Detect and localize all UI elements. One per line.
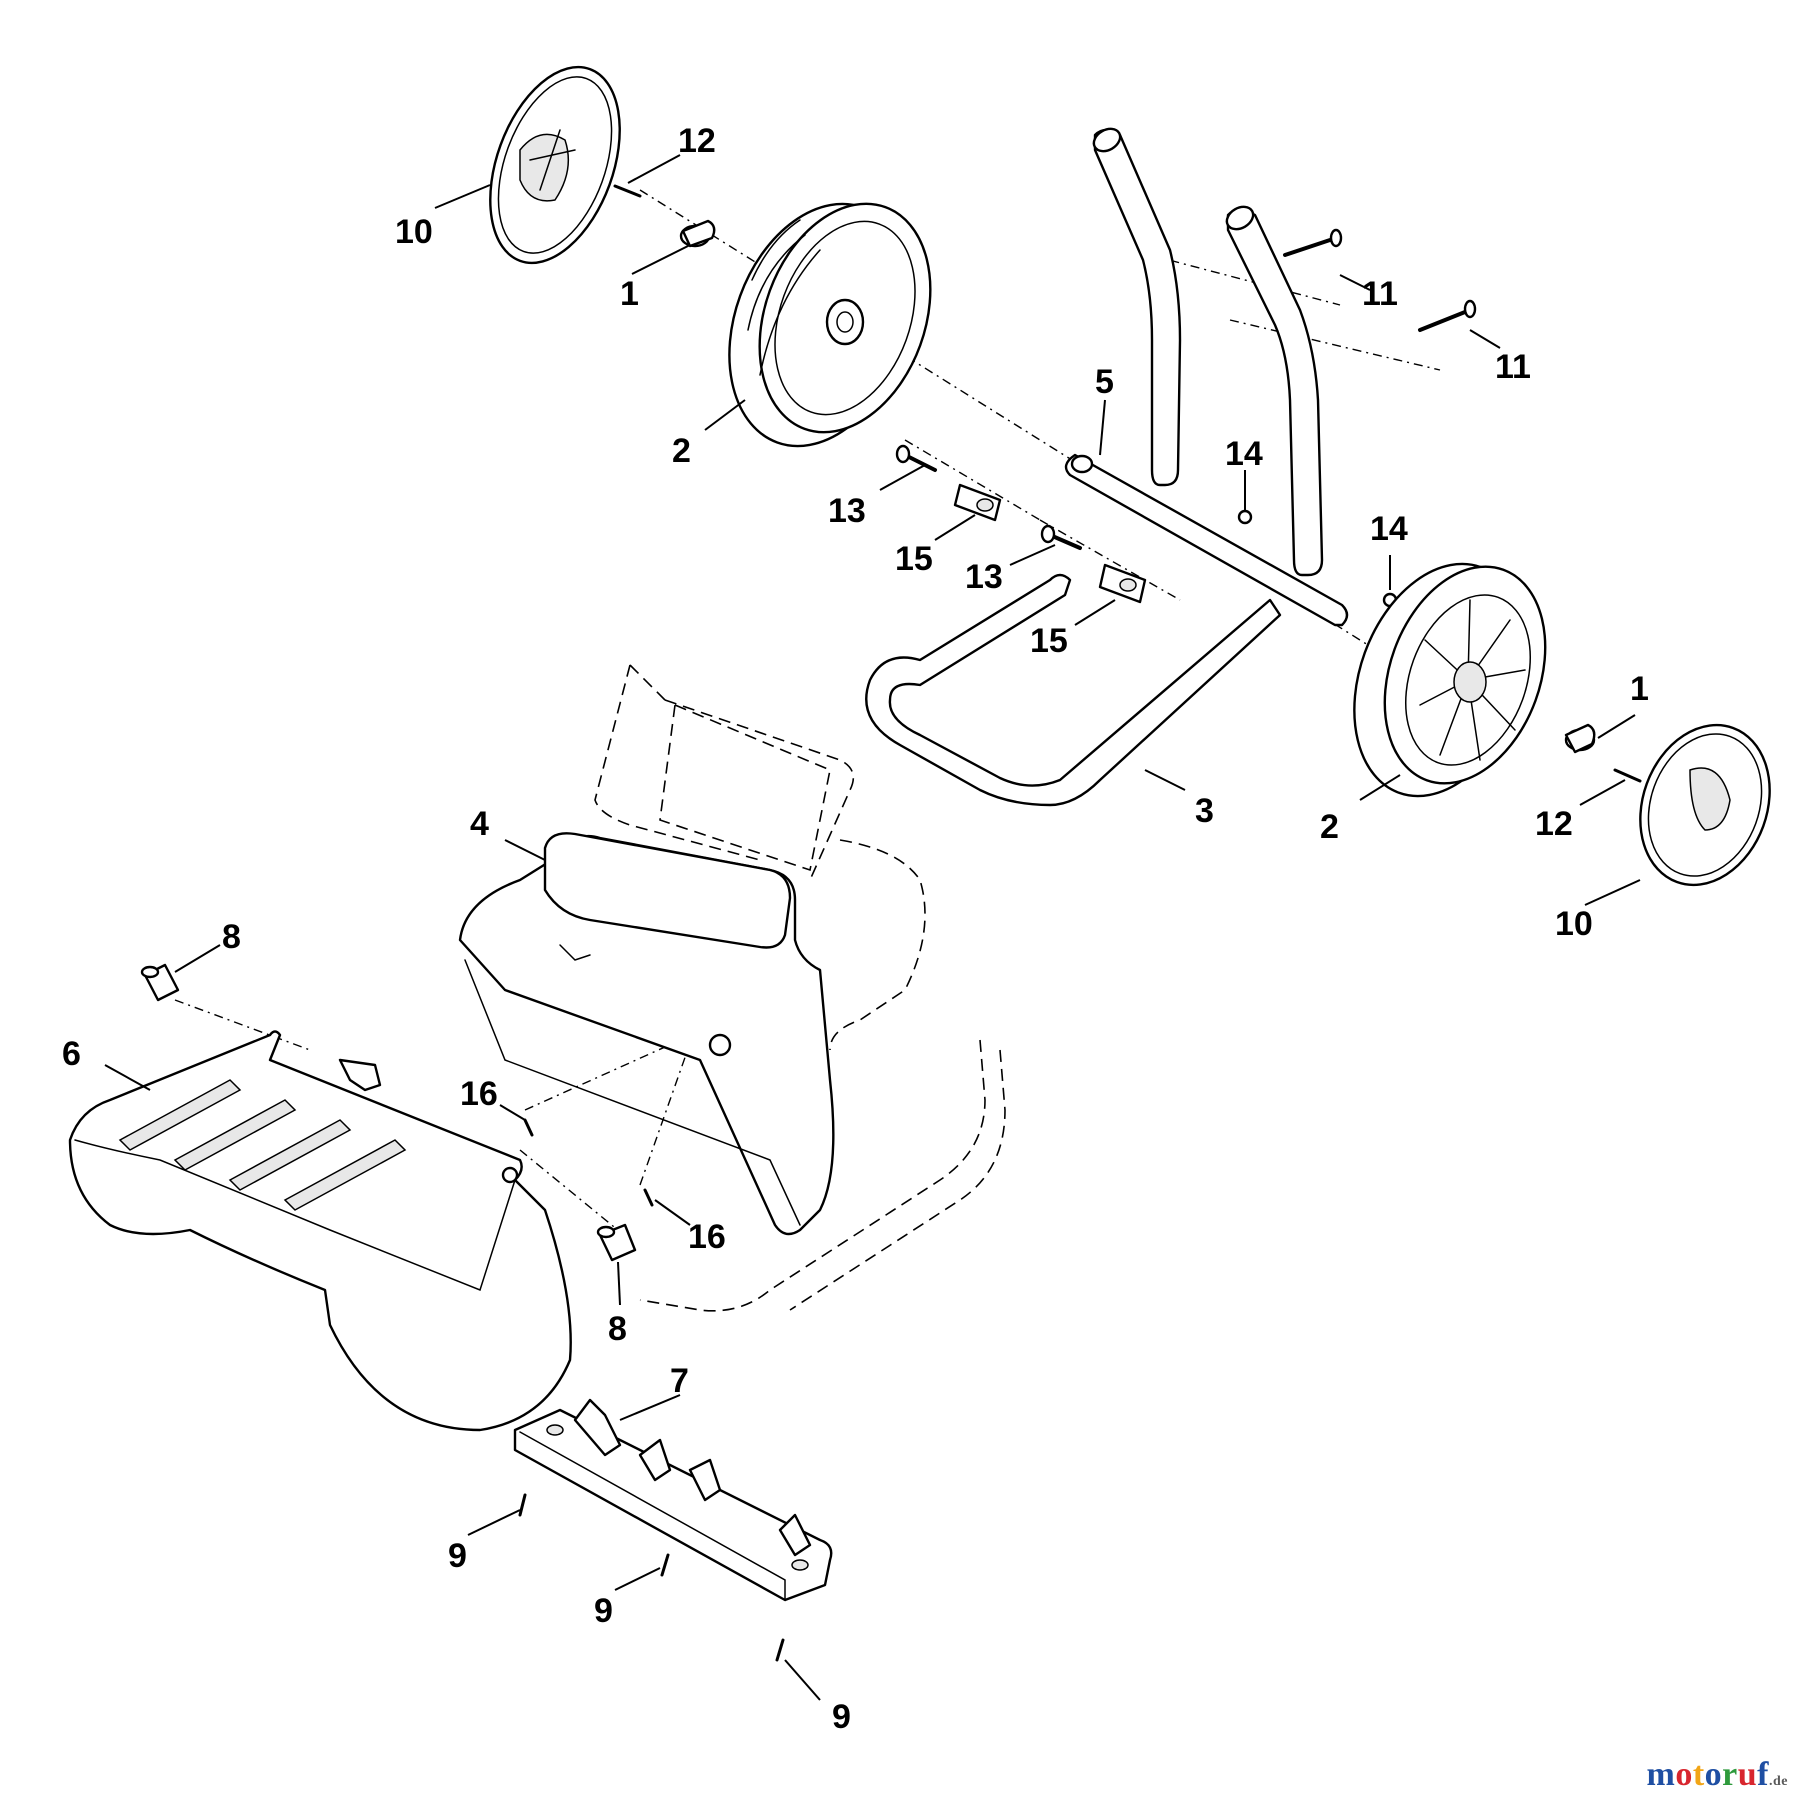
part-1-bushing-left [679, 219, 716, 248]
part-10-hubcap-left [489, 65, 621, 265]
callout-15-upper: 15 [895, 540, 933, 578]
part-7-rail [513, 1398, 833, 1602]
callout-9-b: 9 [594, 1592, 613, 1630]
callout-8-upper: 8 [222, 918, 241, 956]
part-3-frame [865, 573, 1282, 807]
callout-1-upper: 1 [620, 275, 639, 313]
logo-letter: o [1704, 1756, 1723, 1793]
callout-12-lower: 12 [1535, 805, 1573, 843]
part-2-wheel-right [1353, 562, 1547, 798]
callout-11-lower: 11 [1495, 348, 1531, 386]
part-16-screw-lower [643, 1188, 654, 1207]
part-13-bolt-b [1040, 524, 1082, 550]
callout-9-a: 9 [448, 1537, 467, 1575]
logo-letter: t [1692, 1756, 1705, 1793]
logo-letter: o [1675, 1756, 1693, 1793]
callout-12-upper: 12 [678, 122, 716, 160]
handle-assembly [1092, 127, 1324, 577]
logo-letter: r [1722, 1756, 1738, 1793]
callout-8-lower: 8 [608, 1310, 627, 1348]
callout-3: 3 [1195, 792, 1214, 830]
callout-15-lower: 15 [1030, 622, 1068, 660]
callout-14-upper: 14 [1225, 435, 1263, 473]
callout-numbers: 10 12 1 2 11 11 5 14 13 15 13 14 15 1 3 … [62, 122, 1649, 1736]
callout-10-upper: 10 [395, 213, 433, 251]
part-8-bolt-lower [596, 1223, 637, 1262]
callout-4: 4 [470, 805, 489, 843]
part-5-axle [1064, 453, 1349, 627]
logo-letter: f [1757, 1756, 1769, 1793]
part-15-clamp-a [953, 483, 1002, 522]
callout-14-lower: 14 [1370, 510, 1408, 548]
callout-1-lower: 1 [1630, 670, 1649, 708]
part-4-hood [458, 832, 835, 1236]
part-9-screw-b [660, 1553, 670, 1577]
part-16-screw-upper [523, 1118, 534, 1137]
callout-9-c: 9 [832, 1698, 851, 1736]
watermark-logo: motoruf.de [1647, 1756, 1789, 1794]
part-9-screw-a [518, 1493, 527, 1517]
part-2-wheel-left [728, 202, 932, 448]
callout-2-upper: 2 [672, 432, 691, 470]
part-8-bolt-upper [140, 963, 180, 1002]
callout-2-lower: 2 [1320, 808, 1339, 846]
callout-6: 6 [62, 1035, 81, 1073]
callout-11-upper: 11 [1362, 275, 1398, 313]
callout-10-lower: 10 [1555, 905, 1593, 943]
callout-13-lower: 13 [965, 558, 1003, 596]
logo-letter: u [1737, 1756, 1758, 1793]
part-9-screw-c [775, 1638, 785, 1662]
part-11-screw-upper [1283, 228, 1343, 257]
part-12-pin-left [613, 184, 642, 198]
callout-16-upper: 16 [460, 1075, 498, 1113]
callout-13-upper: 13 [828, 492, 866, 530]
callout-16-lower: 16 [688, 1218, 726, 1256]
callout-5: 5 [1095, 363, 1114, 401]
part-6-deflector [68, 1030, 572, 1432]
part-12-pin-right [1613, 768, 1642, 783]
part-15-clamp-b [1098, 563, 1147, 604]
part-11-screw-lower [1418, 299, 1477, 332]
part-13-bolt-a [895, 444, 937, 472]
logo-suffix: .de [1769, 1774, 1788, 1789]
part-10-hubcap-right [1639, 723, 1771, 887]
logo-letter: m [1646, 1756, 1676, 1793]
leader-lines [104, 154, 1641, 1701]
callout-7: 7 [670, 1362, 689, 1400]
part-1-bushing-right [1564, 723, 1596, 754]
part-14-nut-a [1237, 509, 1253, 525]
machine-body-outline [594, 664, 1006, 1312]
